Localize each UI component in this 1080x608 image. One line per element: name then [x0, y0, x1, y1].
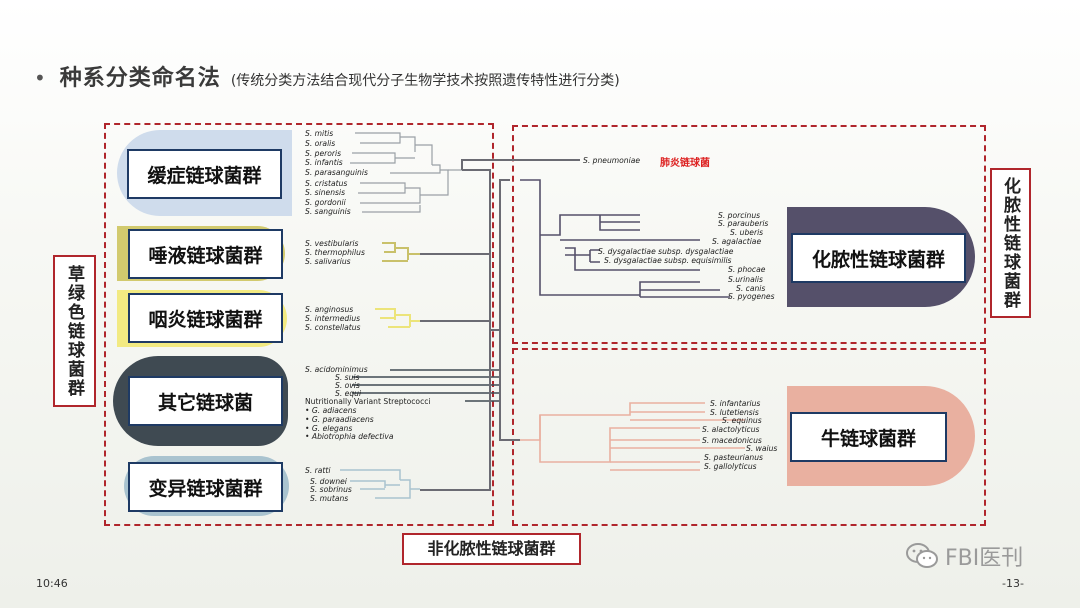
- brand-watermark: FBI医刊: [905, 540, 1023, 572]
- wechat-icon: [906, 543, 938, 568]
- species-pyogenic-4: S. agalactiae: [712, 237, 762, 246]
- species-mitis-2: S. oralis: [305, 139, 336, 148]
- nonpyogenic-label: 非化脓性链球菌群: [402, 533, 581, 565]
- species-mitis-6: S. cristatus: [305, 179, 348, 188]
- brand-name: FBI医刊: [945, 546, 1024, 571]
- species-anginosus-2: S. intermedius: [305, 314, 361, 323]
- slide-time: 10:46: [36, 577, 68, 590]
- species-mitis-5: S. parasanguinis: [305, 168, 368, 177]
- species-other-7: • G. paraadiacens: [305, 415, 374, 424]
- viridans-label: 草绿色链球菌群: [53, 255, 96, 407]
- species-mutans-1: S. ratti: [305, 466, 331, 475]
- species-mitis-4: S. infantis: [305, 158, 343, 167]
- species-salivarius-1: S. vestibularis: [305, 239, 359, 248]
- anginosus-branches: [375, 308, 420, 328]
- pyogenic-side-label: 化脓性链球菌群: [990, 168, 1031, 318]
- species-mitis-3: S. peroris: [305, 149, 342, 158]
- species-pyogenic-3: S. uberis: [730, 228, 764, 237]
- species-pyogenic-7: S. phocae: [728, 265, 766, 274]
- species-mitis-8: S. gordonii: [305, 198, 346, 207]
- species-bovis-2: S. lutetiensis: [710, 408, 759, 417]
- anginosus-group-box: 咽炎链球菌群: [128, 293, 283, 343]
- mitis-group-box: 缓症链球菌群: [127, 149, 282, 199]
- species-pyogenic-8: S.urinalis: [728, 275, 763, 284]
- species-other-8: • G. elegans: [305, 424, 353, 433]
- slide-title: 种系分类命名法: [59, 66, 221, 91]
- viridans-frame: [104, 123, 494, 526]
- species-pneumoniae: S. pneumoniae: [583, 156, 641, 165]
- species-other-6: • G. adiacens: [305, 406, 357, 415]
- species-mitis-1: S. mitis: [305, 129, 334, 138]
- species-anginosus-3: S. constellatus: [305, 323, 361, 332]
- species-salivarius-3: S. salivarius: [305, 257, 351, 266]
- species-mitis-7: S. sinensis: [305, 188, 346, 197]
- pneumoniae-cn-label: 肺炎链球菌: [660, 158, 710, 169]
- species-pyogenic-9: S. canis: [736, 284, 766, 293]
- salivarius-branches: [382, 242, 420, 262]
- species-bovis-5: S. macedonicus: [702, 436, 762, 445]
- species-bovis-7: S. pasteurianus: [704, 453, 764, 462]
- species-pyogenic-2: S. parauberis: [718, 219, 769, 228]
- pyogenic-group-box: 化脓性链球菌群: [791, 233, 966, 283]
- species-other-5: Nutritionally Variant Streptococci: [305, 397, 431, 406]
- species-other-2: S. suis: [335, 373, 360, 382]
- bovis-group-box: 牛链球菌群: [790, 412, 947, 462]
- mitis-branches: [350, 132, 462, 213]
- species-mitis-9: S. sanguinis: [305, 207, 351, 216]
- pyogenic-branches: [520, 179, 730, 298]
- species-other-1: S. acidominimus: [305, 365, 368, 374]
- species-mutans-2: S. downei: [310, 477, 347, 486]
- species-pyogenic-5: S. dysgalactiae subsp. dysgalactiae: [598, 247, 734, 256]
- species-bovis-4: S. alactolyticus: [702, 425, 760, 434]
- species-bovis-1: S. infantarius: [710, 399, 761, 408]
- species-other-4: S. equi: [335, 389, 362, 398]
- nonpyogenic-frame: [512, 348, 986, 526]
- species-pyogenic-10: S. pyogenes: [728, 292, 775, 301]
- slide-heading: • 种系分类命名法 (传统分类方法结合现代分子生物学技术按照遗传特性进行分类): [34, 60, 620, 91]
- other-branches: [352, 369, 500, 402]
- mutans-branches: [340, 469, 420, 499]
- species-anginosus-1: S. anginosus: [305, 305, 354, 314]
- other-group-box: 其它链球菌: [128, 376, 283, 426]
- species-pyogenic-1: S. porcinus: [718, 211, 761, 220]
- species-salivarius-2: S. thermophilus: [305, 248, 365, 257]
- species-mutans-3: S. sobrinus: [310, 485, 352, 494]
- species-bovis-8: S. gallolyticus: [704, 462, 757, 471]
- main-trunk: [420, 159, 580, 491]
- species-pyogenic-6: S. dysgalactiae subsp. equisimilis: [604, 256, 732, 265]
- bullet-icon: •: [34, 66, 46, 90]
- mutans-group-box: 变异链球菌群: [128, 462, 283, 512]
- species-mutans-4: S. mutans: [310, 494, 349, 503]
- slide-subtitle: (传统分类方法结合现代分子生物学技术按照遗传特性进行分类): [230, 73, 620, 89]
- species-other-3: S. ovis: [335, 381, 360, 390]
- species-bovis-6: S. waius: [746, 444, 778, 453]
- slide-page-number: -13-: [1002, 577, 1024, 590]
- pyogenic-frame: [512, 125, 986, 344]
- species-bovis-3: S. equinus: [722, 416, 762, 425]
- species-other-9: • Abiotrophia defectiva: [305, 432, 394, 441]
- salivarius-group-box: 唾液链球菌群: [128, 229, 283, 279]
- bovis-branches: [520, 402, 745, 471]
